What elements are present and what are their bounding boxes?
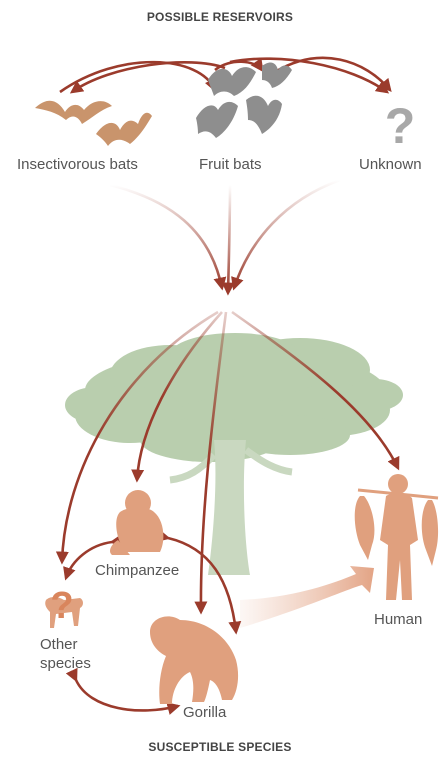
unknown-question-mark: ?	[385, 98, 416, 154]
fruit-bats-illustration	[196, 63, 292, 138]
gorilla-illustration	[150, 616, 238, 704]
gorilla-to-human-arrow	[240, 566, 374, 628]
gorilla-label: Gorilla	[183, 704, 226, 721]
other-species-question-mark: ?	[50, 585, 73, 627]
other-species-label-line1: Other	[40, 636, 78, 653]
chimpanzee-label: Chimpanzee	[95, 562, 179, 579]
insectivorous-bats-label: Insectivorous bats	[17, 156, 138, 173]
reservoirs-heading: POSSIBLE RESERVOIRS	[0, 10, 440, 24]
human-label: Human	[374, 611, 422, 628]
tree-illustration	[65, 333, 403, 575]
chimpanzee-illustration	[110, 490, 163, 555]
unknown-label: Unknown	[359, 156, 422, 173]
insectivorous-bats-illustration	[35, 101, 152, 146]
other-species-label-line2: species	[40, 655, 91, 672]
fruit-bats-label: Fruit bats	[199, 156, 262, 173]
convergence-arrows	[110, 180, 340, 293]
susceptible-heading: SUSCEPTIBLE SPECIES	[0, 740, 440, 754]
